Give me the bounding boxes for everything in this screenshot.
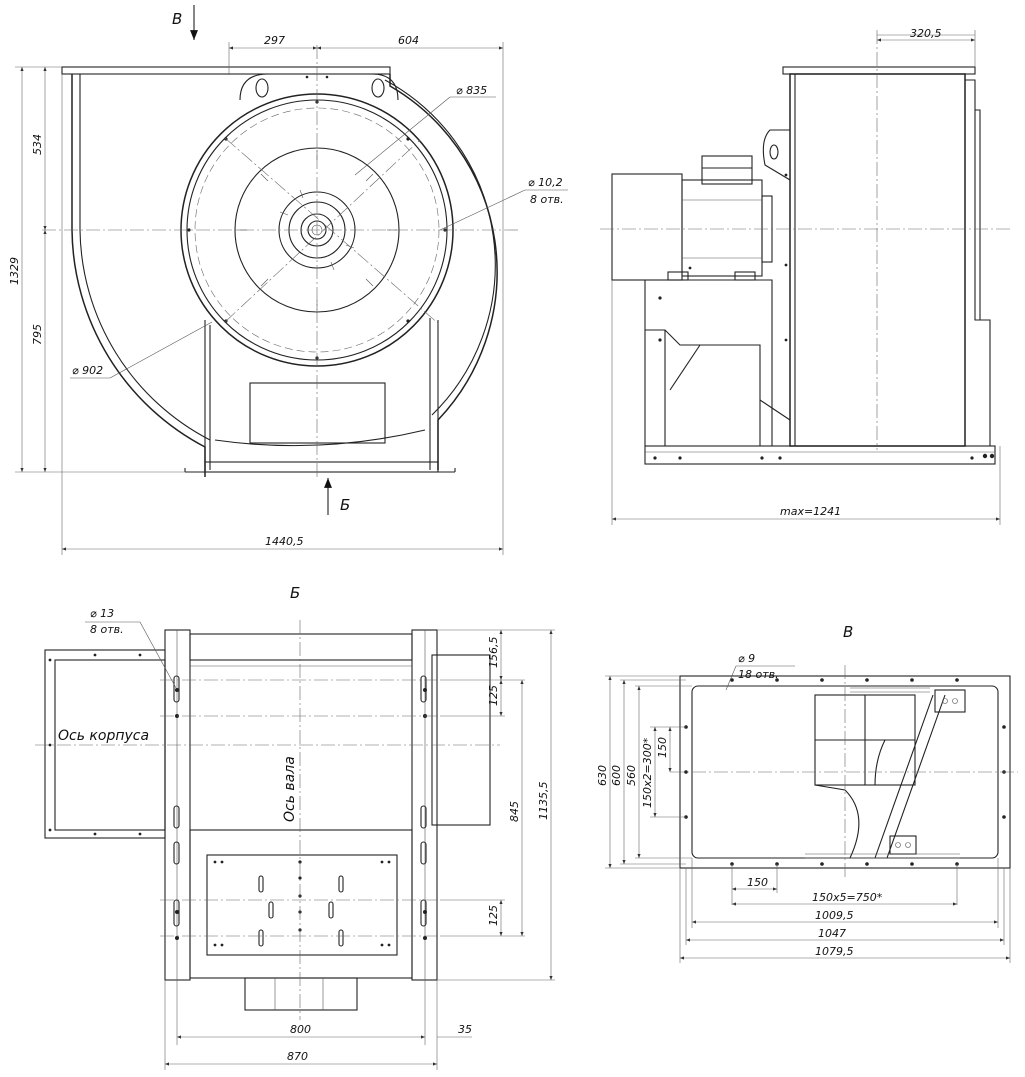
dimension-label: 125 [487, 685, 500, 706]
dimension-label: 1135,5 [537, 782, 550, 821]
dimension-label: 150 [747, 876, 768, 889]
axis-label: Ось вала [282, 756, 298, 822]
holes-label: 8 отв. [90, 623, 124, 636]
dimension-label: 1440,5 [265, 535, 304, 548]
dimension-label: 1079,5 [815, 945, 854, 958]
dimension-label: 297 [264, 34, 285, 47]
dimension-label: 534 [31, 134, 44, 155]
diameter-label: ⌀ 10,2 [528, 176, 563, 189]
diameter-label: ⌀ 9 [738, 652, 755, 665]
dimension-label: 150x2=300* [641, 737, 654, 808]
dimension-label: 870 [287, 1050, 308, 1063]
dimension-label: 156,5 [487, 637, 500, 669]
view-title: В [843, 623, 853, 641]
dimension-label: 1047 [818, 927, 846, 940]
view-arrow-label: Б [340, 496, 350, 514]
dimension-label: 35 [458, 1023, 472, 1036]
dimension-label: 795 [31, 324, 44, 345]
dimension-label: 604 [398, 34, 419, 47]
dimension-label: 1329 [8, 257, 21, 285]
dimension-label: 1009,5 [815, 909, 854, 922]
view-arrow-label: В [172, 10, 182, 28]
dimension-label: 320,5 [910, 27, 942, 40]
dimension-label: max=1241 [780, 505, 841, 518]
dimension-label: 560 [625, 765, 638, 786]
diameter-label: ⌀ 902 [72, 364, 103, 377]
diameter-label: ⌀ 835 [456, 84, 487, 97]
axis-label: Ось корпуса [58, 728, 149, 744]
dimension-label: 845 [508, 801, 521, 822]
dimension-label: 630 [596, 765, 609, 786]
diameter-label: ⌀ 13 [90, 607, 114, 620]
side-view: 320,5 max=1241 [600, 27, 1010, 525]
front-view: В Б 297 604 534 795 1329 1440,5 ⌀ 835 ⌀ … [8, 5, 568, 555]
view-title: Б [290, 584, 300, 602]
dimension-label: 150 [656, 737, 669, 758]
holes-label: 18 отв. [738, 668, 779, 681]
bottom-view: Б [35, 584, 555, 1070]
dimension-label: 800 [290, 1023, 311, 1036]
outlet-view: В [596, 623, 1018, 963]
dimension-label: 125 [487, 905, 500, 926]
dimension-label: 150x5=750* [812, 891, 883, 904]
holes-label: 8 отв. [530, 193, 564, 206]
dimension-label: 600 [610, 765, 623, 786]
